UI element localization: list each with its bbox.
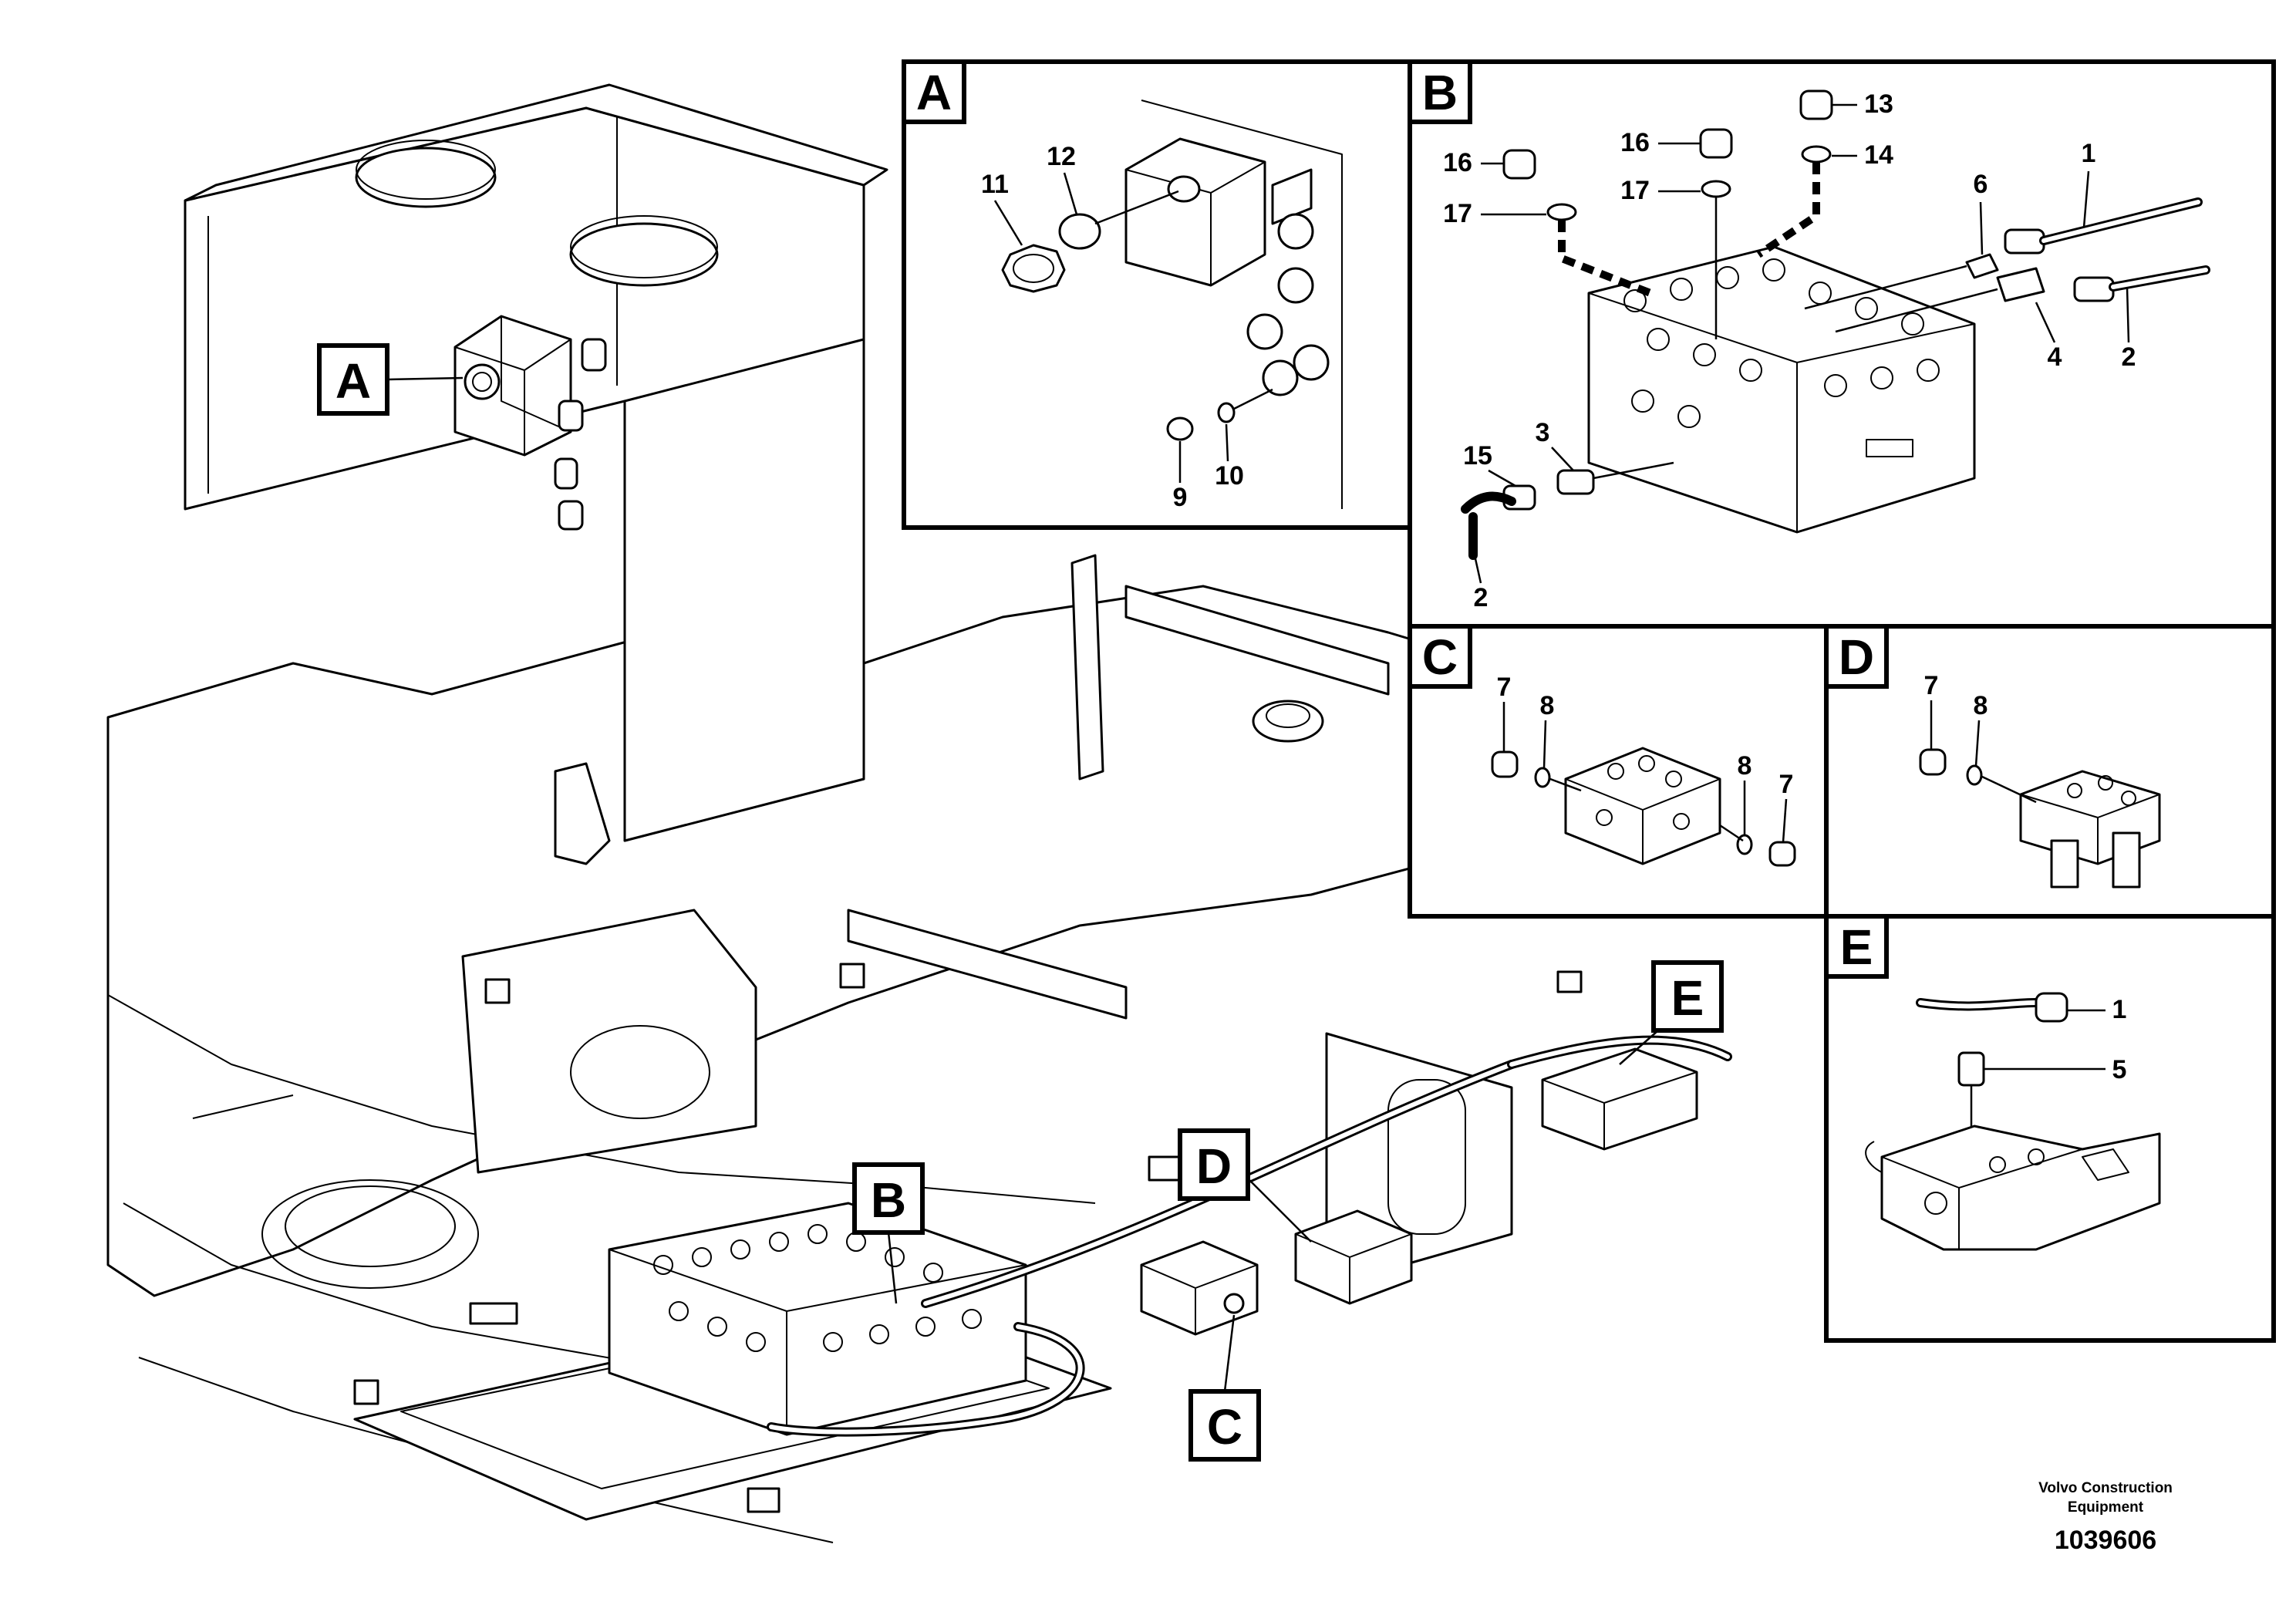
svg-text:8: 8 (1974, 691, 1988, 720)
plug-11 (1001, 244, 1066, 293)
svg-text:7: 7 (1779, 770, 1794, 799)
callout-C-main: C (1188, 1314, 1261, 1462)
svg-text:D: D (1839, 629, 1874, 685)
svg-text:8: 8 (1738, 751, 1752, 781)
callout-E-main: E (1619, 960, 1724, 1065)
svg-text:E: E (1840, 919, 1873, 975)
detail-panel-D: D 7 8 (1824, 624, 2276, 919)
svg-text:16: 16 (1620, 128, 1650, 157)
footer: Volvo Construction Equipment 1039606 (2038, 1480, 2173, 1555)
svg-text:5: 5 (2112, 1055, 2127, 1084)
callout-A-main: A (317, 343, 464, 416)
callout-B-main: B (852, 1162, 925, 1304)
detail-panel-E: E 1 5 (1824, 914, 2276, 1343)
detail-panel-B: B (1408, 59, 2276, 629)
o-ring-10 (1217, 402, 1236, 423)
svg-text:1: 1 (2082, 139, 2096, 168)
company-name-line1: Volvo Construction (2038, 1480, 2173, 1496)
svg-text:12: 12 (1047, 142, 1076, 171)
svg-text:1: 1 (2112, 995, 2127, 1024)
svg-text:4: 4 (2048, 342, 2062, 372)
company-name-line2: Equipment (2068, 1499, 2144, 1516)
svg-text:E: E (1671, 970, 1704, 1026)
svg-text:3: 3 (1536, 418, 1550, 447)
svg-text:D: D (1196, 1138, 1232, 1194)
svg-text:B: B (1422, 65, 1458, 120)
document-number: 1039606 (2055, 1526, 2156, 1555)
svg-text:2: 2 (1474, 583, 1489, 612)
svg-text:A: A (335, 353, 371, 409)
svg-text:10: 10 (1215, 461, 1244, 491)
svg-text:A: A (916, 65, 952, 120)
svg-text:9: 9 (1173, 483, 1188, 512)
svg-text:7: 7 (1924, 671, 1939, 700)
svg-text:7: 7 (1497, 673, 1512, 702)
svg-text:16: 16 (1443, 148, 1472, 177)
main-assembly (106, 83, 1732, 1543)
valve-ports (653, 1224, 982, 1352)
svg-text:B: B (871, 1172, 906, 1228)
svg-text:17: 17 (1443, 199, 1472, 228)
valve-detail-ports (1623, 258, 1940, 428)
svg-text:6: 6 (1974, 170, 1988, 199)
o-ring-12 (1058, 213, 1101, 250)
plug-9 (1166, 416, 1194, 441)
svg-text:14: 14 (1864, 140, 1893, 170)
svg-text:C: C (1422, 629, 1458, 685)
svg-text:8: 8 (1540, 691, 1555, 720)
svg-text:15: 15 (1463, 441, 1492, 470)
detail-panel-C: C 7 8 8 7 (1408, 624, 1829, 919)
detail-panel-A: A 11 12 9 10 (902, 59, 1412, 530)
callout-D-main: D (1178, 1128, 1312, 1243)
svg-text:13: 13 (1864, 89, 1893, 119)
svg-text:2: 2 (2122, 342, 2136, 372)
svg-text:C: C (1207, 1399, 1242, 1455)
svg-text:11: 11 (981, 170, 1009, 199)
svg-text:17: 17 (1620, 176, 1650, 205)
